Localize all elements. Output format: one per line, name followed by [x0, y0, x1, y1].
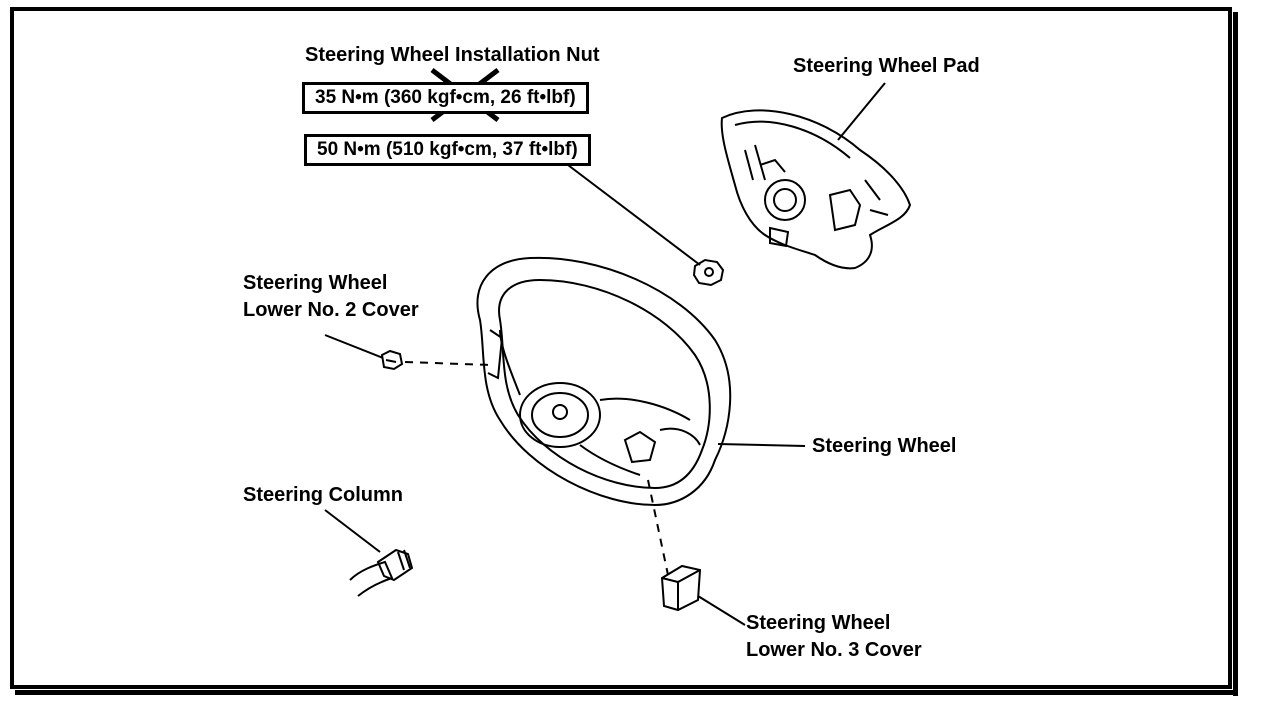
dashed-line-no2-cover: [404, 361, 491, 366]
installation-nut-label: Steering Wheel Installation Nut: [305, 44, 600, 66]
dashed-line-no3-cover: [647, 479, 669, 576]
torque-spec-old: 35 N•m (360 kgf•cm, 26 ft•lbf): [302, 82, 589, 114]
leader-installation-nut: [567, 164, 701, 266]
frame-shadow-bottom: [15, 690, 1238, 695]
leader-wheel-pad: [837, 82, 886, 141]
leader-steering-column: [324, 509, 381, 553]
lower-no3-cover-label-line2: Lower No. 3 Cover: [746, 639, 922, 661]
steering-column-part: [349, 548, 414, 597]
wheel-pad-label: Steering Wheel Pad: [793, 55, 980, 77]
steering-wheel-part: [476, 256, 732, 507]
lower-no3-cover-label-line1: Steering Wheel: [746, 612, 891, 634]
leader-steering-wheel: [717, 443, 806, 447]
installation-nut-part: [692, 258, 725, 287]
lower-no2-cover-label-line2: Lower No. 2 Cover: [243, 299, 419, 321]
leader-lower-no3-cover: [697, 595, 746, 626]
lower-no2-cover-label-line1: Steering Wheel: [243, 272, 388, 294]
diagram-frame: [10, 7, 1232, 689]
steering-wheel-label: Steering Wheel: [812, 435, 957, 457]
torque-spec-new: 50 N•m (510 kgf•cm, 37 ft•lbf): [304, 134, 591, 166]
wheel-pad-part: [720, 109, 912, 270]
steering-column-label: Steering Column: [243, 484, 404, 506]
frame-shadow-right: [1233, 12, 1238, 696]
lower-no2-cover-part: [380, 349, 404, 371]
lower-no3-cover-part: [660, 564, 702, 612]
leader-lower-no2-cover: [324, 334, 384, 359]
